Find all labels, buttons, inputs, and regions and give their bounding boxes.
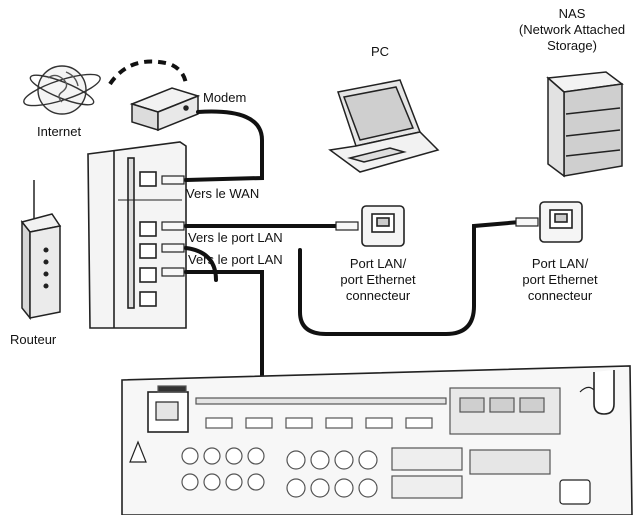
- router-icon: [20, 180, 62, 321]
- internet-label: Internet: [37, 124, 82, 139]
- internet-globe-icon: [23, 65, 101, 115]
- nas-port-label-3: connecteur: [527, 288, 593, 303]
- pc-port-label-1: Port LAN/: [349, 256, 407, 271]
- nas-subtitle-line1: (Network Attached: [518, 22, 626, 37]
- lan-label-2: Vers le port LAN: [188, 252, 283, 267]
- nas-port-label-1: Port LAN/: [531, 256, 589, 271]
- nas-lan-port: [539, 201, 583, 243]
- nas-server-icon: [546, 71, 624, 178]
- av-receiver-rear-panel: [121, 365, 633, 515]
- router-rear-panel: [87, 141, 187, 329]
- modem-icon: [129, 87, 201, 132]
- nas-title: NAS: [558, 6, 586, 21]
- nas-port-label-2: port Ethernet: [522, 272, 598, 287]
- nas-subtitle-line2: Storage): [547, 38, 597, 53]
- modem-label: Modem: [203, 90, 247, 105]
- lan-label-1: Vers le port LAN: [188, 230, 283, 245]
- router-label: Routeur: [10, 332, 57, 347]
- laptop-icon: [328, 79, 440, 173]
- wan-label: Vers le WAN: [186, 186, 260, 201]
- pc-lan-port: [361, 205, 405, 247]
- internet-link-dashed: [108, 59, 188, 86]
- pc-port-label-3: connecteur: [345, 288, 411, 303]
- pc-port-label-2: port Ethernet: [340, 272, 416, 287]
- pc-label: PC: [371, 44, 390, 59]
